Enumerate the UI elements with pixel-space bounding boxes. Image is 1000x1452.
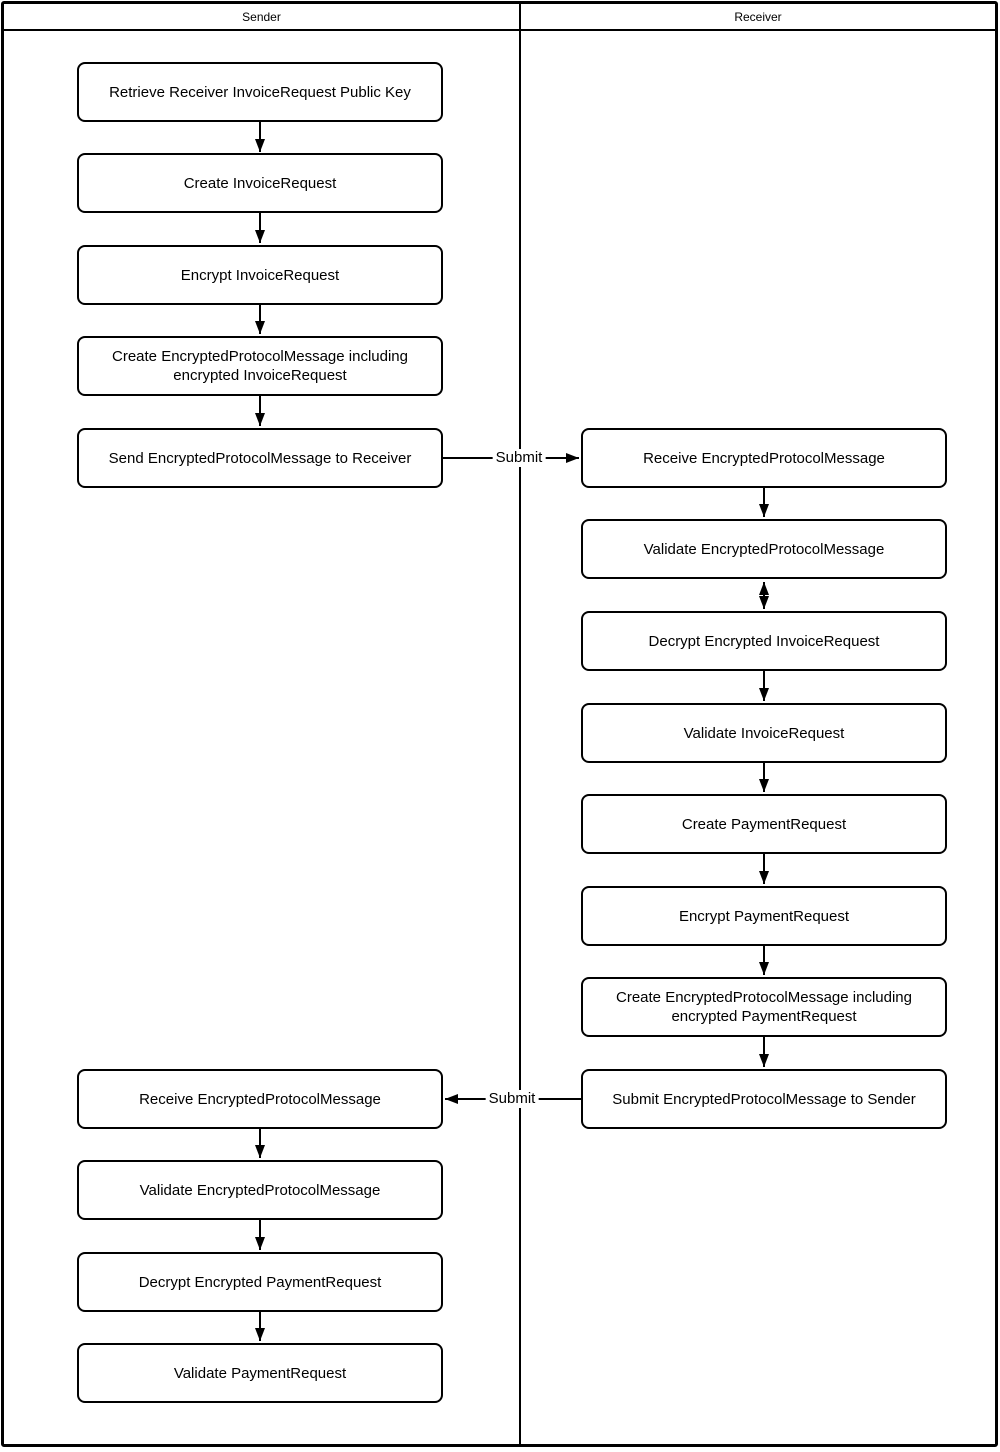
node-create-invoicerequest: Create InvoiceRequest [77,153,443,213]
lane-header-sender: Sender [242,9,281,24]
node-label: Send EncryptedProtocolMessage to Receive… [108,449,412,467]
node-receive-encryptedprotocolmessage-sender: Receive EncryptedProtocolMessage [77,1069,443,1129]
node-validate-encryptedprotocolmessage: Validate EncryptedProtocolMessage [581,519,947,579]
node-retrieve-receiver-invoicerequest-public-key: Retrieve Receiver InvoiceRequest Public … [77,62,443,122]
node-receive-encryptedprotocolmessage: Receive EncryptedProtocolMessage [581,428,947,488]
lane-header-separator [2,29,997,31]
lane-header-receiver: Receiver [734,9,782,24]
node-label: Create EncryptedProtocolMessage includin… [616,989,912,1025]
node-label: Validate EncryptedProtocolMessage [643,540,885,558]
node-label: Submit EncryptedProtocolMessage to Sende… [612,1090,916,1108]
node-validate-invoicerequest: Validate InvoiceRequest [581,703,947,763]
node-label: Create InvoiceRequest [183,174,337,192]
node-encrypt-paymentrequest: Encrypt PaymentRequest [581,886,947,946]
node-create-encryptedprotocolmessage-invoicerequest: Create EncryptedProtocolMessage includin… [77,336,443,396]
node-label: Receive EncryptedProtocolMessage [139,1090,381,1108]
node-submit-encryptedprotocolmessage-to-sender: Submit EncryptedProtocolMessage to Sende… [581,1069,947,1129]
node-label: Create EncryptedProtocolMessage includin… [112,348,408,384]
node-send-encryptedprotocolmessage-to-receiver: Send EncryptedProtocolMessage to Receive… [77,428,443,488]
node-create-encryptedprotocolmessage-paymentrequest: Create EncryptedProtocolMessage includin… [581,977,947,1037]
node-create-paymentrequest: Create PaymentRequest [581,794,947,854]
node-label: Retrieve Receiver InvoiceRequest Public … [109,83,411,101]
node-label: Decrypt Encrypted InvoiceRequest [648,632,880,650]
submit-label-bottom: Submit [485,1090,539,1108]
node-decrypt-encrypted-invoicerequest: Decrypt Encrypted InvoiceRequest [581,611,947,671]
node-label: Decrypt Encrypted PaymentRequest [138,1273,382,1291]
node-label: Encrypt PaymentRequest [678,907,850,925]
node-encrypt-invoicerequest: Encrypt InvoiceRequest [77,245,443,305]
node-decrypt-encrypted-paymentrequest: Decrypt Encrypted PaymentRequest [77,1252,443,1312]
node-validate-paymentrequest: Validate PaymentRequest [77,1343,443,1403]
node-label: Validate PaymentRequest [173,1364,347,1382]
node-label: Receive EncryptedProtocolMessage [643,449,885,467]
node-label: Validate InvoiceRequest [683,724,845,742]
lane-divider [519,2,521,1446]
submit-label-top: Submit [492,449,546,467]
node-label: Create PaymentRequest [681,815,847,833]
node-validate-encryptedprotocolmessage-sender: Validate EncryptedProtocolMessage [77,1160,443,1220]
node-label: Validate EncryptedProtocolMessage [139,1181,381,1199]
node-label: Encrypt InvoiceRequest [180,266,340,284]
